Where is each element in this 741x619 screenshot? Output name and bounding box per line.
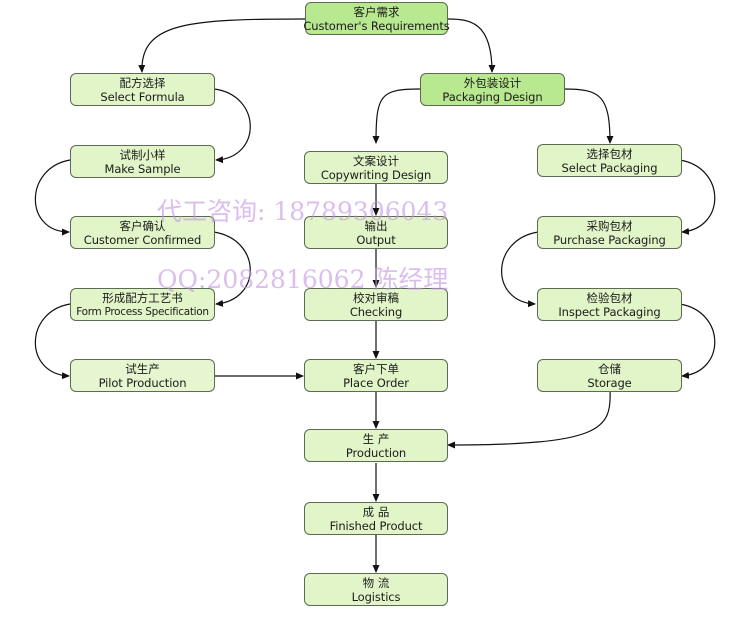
node-label-zh: 校对审稿 xyxy=(353,290,399,305)
node-form-process-specification: 形成配方工艺书 Form Process Specification xyxy=(70,288,215,321)
node-label-zh: 文案设计 xyxy=(353,153,399,168)
node-storage: 仓储 Storage xyxy=(537,359,682,392)
node-label-en: Inspect Packaging xyxy=(558,304,661,319)
node-production: 生 产 Production xyxy=(304,429,448,462)
node-inspect-packaging: 检验包材 Inspect Packaging xyxy=(537,288,682,321)
node-label-en: Finished Product xyxy=(329,518,423,533)
node-logistics: 物 流 Logistics xyxy=(304,573,448,606)
node-label-en: Storage xyxy=(587,375,632,390)
arrow-requirements-to-packaging-design xyxy=(447,18,496,73)
node-label-en: Logistics xyxy=(351,589,401,604)
node-label-en: Select Packaging xyxy=(561,160,658,175)
node-label-en: Make Sample xyxy=(104,161,181,176)
arrow-inspect-to-storage xyxy=(679,303,716,379)
arrow-specification-to-pilot xyxy=(34,303,71,380)
node-label-en: Customer Confirmed xyxy=(83,232,202,247)
node-output: 输出 Output xyxy=(304,216,448,249)
node-label-zh: 外包装设计 xyxy=(463,75,522,90)
node-label-en: Select Formula xyxy=(100,89,185,104)
node-checking: 校对审稿 Checking xyxy=(304,288,448,321)
node-finished-product: 成 品 Finished Product xyxy=(304,502,448,535)
node-label-en: Purchase Packaging xyxy=(553,232,666,247)
node-label-en: Production xyxy=(345,445,407,460)
node-label-en: Form Process Specification xyxy=(76,305,209,318)
node-label-zh: 成 品 xyxy=(362,504,390,519)
node-label-zh: 试生产 xyxy=(125,361,160,376)
node-make-sample: 试制小样 Make Sample xyxy=(70,145,215,178)
node-copywriting-design: 文案设计 Copywriting Design xyxy=(304,151,448,184)
node-label-zh: 客户确认 xyxy=(119,218,166,233)
node-label-zh: 选择包材 xyxy=(586,146,633,161)
arrow-requirements-to-formula xyxy=(138,18,306,73)
node-label-zh: 客户下单 xyxy=(353,361,399,376)
node-label-en: Pilot Production xyxy=(98,375,187,390)
node-label-zh: 试制小样 xyxy=(119,147,166,162)
arrow-packaging-design-to-copywriting xyxy=(372,88,421,144)
node-label-zh: 形成配方工艺书 xyxy=(102,290,183,305)
node-label-en: Copywriting Design xyxy=(320,167,432,182)
node-label-zh: 生 产 xyxy=(362,431,390,446)
node-packaging-design: 外包装设计 Packaging Design xyxy=(420,73,565,106)
node-label-zh: 检验包材 xyxy=(586,290,633,305)
arrow-purchase-to-inspect xyxy=(501,231,539,308)
node-select-packaging: 选择包材 Select Packaging xyxy=(537,144,682,177)
node-select-formula: 配方选择 Select Formula xyxy=(70,73,215,106)
arrow-storage-to-production xyxy=(447,389,611,449)
arrow-formula-to-sample xyxy=(213,88,251,164)
node-label-zh: 配方选择 xyxy=(119,75,166,90)
node-customer-requirements: 客户需求 Customer's Requirements xyxy=(303,2,450,35)
node-label-zh: 客户需求 xyxy=(353,4,400,19)
node-label-en: Checking xyxy=(349,304,403,319)
node-purchase-packaging: 采购包材 Purchase Packaging xyxy=(537,216,682,249)
node-label-en: Place Order xyxy=(343,375,409,390)
node-pilot-production: 试生产 Pilot Production xyxy=(70,359,215,392)
node-label-zh: 物 流 xyxy=(362,575,390,590)
node-label-zh: 仓储 xyxy=(598,361,621,376)
node-place-order: 客户下单 Place Order xyxy=(304,359,448,392)
node-label-zh: 采购包材 xyxy=(586,218,633,233)
node-label-zh: 输出 xyxy=(364,218,388,233)
arrow-confirmed-to-specification xyxy=(213,231,251,307)
arrow-select-to-purchase xyxy=(679,159,716,235)
arrow-packaging-design-to-select-packaging xyxy=(563,88,614,144)
node-customer-confirmed: 客户确认 Customer Confirmed xyxy=(70,216,215,249)
node-label-en: Customer's Requirements xyxy=(303,18,450,33)
arrow-sample-to-confirmed xyxy=(34,159,71,236)
node-label-en: Output xyxy=(356,232,396,247)
node-label-en: Packaging Design xyxy=(442,89,543,104)
